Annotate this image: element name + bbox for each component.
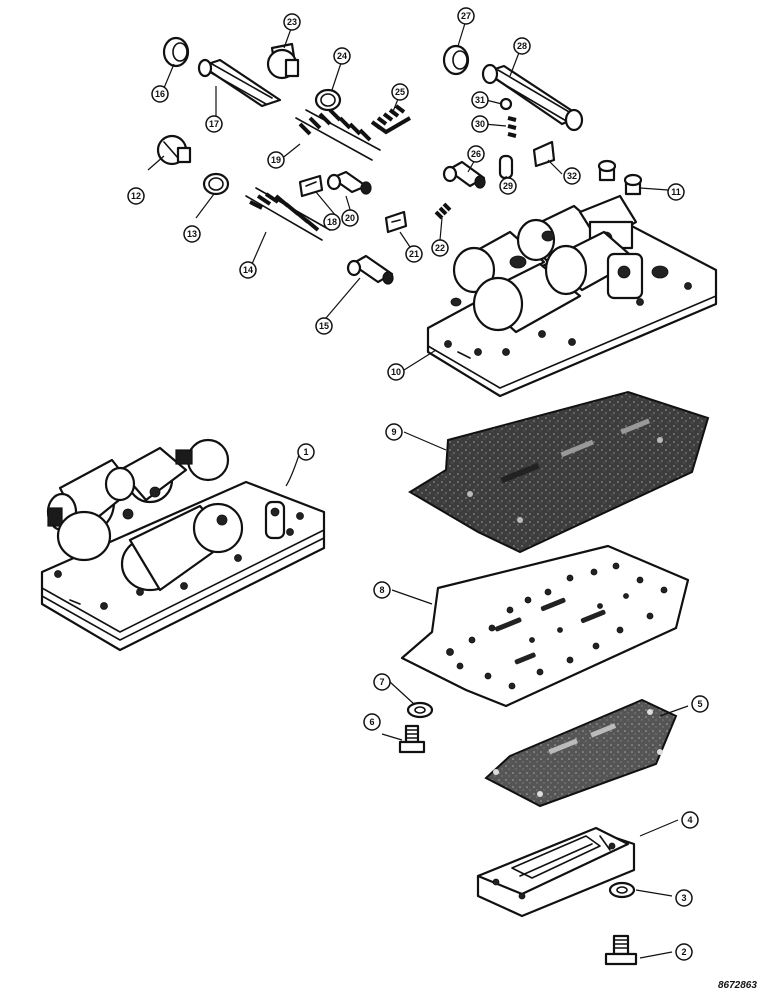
callout-6-label: 6 (369, 717, 374, 727)
callout-9-label: 9 (391, 427, 396, 437)
part-4-cover-plate (476, 826, 636, 918)
callout-28: 28 (513, 37, 531, 55)
callout-9: 9 (385, 423, 403, 441)
callout-15-label: 15 (319, 321, 329, 331)
part-23-plug (266, 42, 300, 80)
callout-31-label: 31 (475, 95, 485, 105)
callout-25: 25 (391, 83, 409, 101)
callout-16-label: 16 (155, 89, 165, 99)
callout-22-label: 22 (435, 243, 445, 253)
part-6-bolt (398, 724, 426, 754)
part-15-plunger (346, 254, 394, 285)
part-5-small-gasket (484, 698, 678, 808)
callout-12: 12 (127, 187, 145, 205)
part-3-washer (608, 881, 636, 899)
callout-17-label: 17 (209, 119, 219, 129)
part-32-clip (532, 140, 556, 168)
callout-8-label: 8 (379, 585, 384, 595)
callout-26: 26 (467, 145, 485, 163)
callout-24-label: 24 (337, 51, 347, 61)
callout-27: 27 (457, 7, 475, 25)
part-28-valve-spool (481, 63, 584, 132)
callout-14: 14 (239, 261, 257, 279)
callout-4-label: 4 (687, 815, 692, 825)
callout-11-label: 11 (671, 187, 681, 197)
callout-27-label: 27 (461, 11, 471, 21)
callout-18: 18 (323, 213, 341, 231)
callout-18-label: 18 (327, 217, 337, 227)
callout-3: 3 (675, 889, 693, 907)
callout-28-label: 28 (517, 41, 527, 51)
callout-23-label: 23 (287, 17, 297, 27)
callout-2: 2 (675, 943, 693, 961)
callout-10-label: 10 (391, 367, 401, 377)
callout-2-label: 2 (681, 947, 686, 957)
callout-12-label: 12 (131, 191, 141, 201)
part-19-spring (295, 108, 381, 161)
callout-19: 19 (267, 151, 285, 169)
drawing-code: 8672863 (718, 980, 757, 991)
callout-32: 32 (563, 167, 581, 185)
callout-5-label: 5 (697, 699, 702, 709)
callout-13: 13 (183, 225, 201, 243)
part-26-plunger (442, 160, 486, 189)
callout-21-label: 21 (409, 249, 419, 259)
part-2-bolt (604, 934, 638, 966)
callout-23: 23 (283, 13, 301, 31)
part-1-valve-body-assembly (40, 438, 326, 652)
part-31-ball (499, 97, 513, 111)
part-8-separator-plate (400, 544, 690, 708)
callout-25-label: 25 (395, 87, 405, 97)
part-9-gasket (408, 390, 710, 554)
callout-1-label: 1 (303, 447, 308, 457)
part-24-washer (314, 88, 342, 112)
callout-1: 1 (297, 443, 315, 461)
callout-7: 7 (373, 673, 391, 691)
callout-29-label: 29 (503, 181, 513, 191)
callout-17: 17 (205, 115, 223, 133)
callout-8: 8 (373, 581, 391, 599)
callout-10: 10 (387, 363, 405, 381)
callout-11: 11 (667, 183, 685, 201)
callout-15: 15 (315, 317, 333, 335)
callout-29: 29 (499, 177, 517, 195)
callout-14-label: 14 (243, 265, 253, 275)
callout-30-label: 30 (475, 119, 485, 129)
part-25-spring (370, 104, 412, 135)
callout-7-label: 7 (379, 677, 384, 687)
part-12-plug (156, 134, 192, 166)
callout-24: 24 (333, 47, 351, 65)
part-13-washer (202, 172, 230, 196)
part-27-seal (442, 44, 470, 76)
part-11-plugs (597, 159, 643, 196)
callout-13-label: 13 (187, 229, 197, 239)
callout-31: 31 (471, 91, 489, 109)
callout-3-label: 3 (681, 893, 686, 903)
callout-6: 6 (363, 713, 381, 731)
part-18-clip (298, 174, 324, 198)
callout-19-label: 19 (271, 155, 281, 165)
part-30-spring (507, 116, 517, 138)
callout-4: 4 (681, 811, 699, 829)
callout-30: 30 (471, 115, 489, 133)
part-7-washer (406, 701, 434, 719)
callout-20: 20 (341, 209, 359, 227)
part-16-seal (162, 36, 190, 68)
part-17-valve-spool (197, 58, 282, 108)
part-14-spring (245, 187, 331, 241)
callout-16: 16 (151, 85, 169, 103)
part-22-spring (434, 202, 452, 220)
part-29-pin (498, 154, 514, 180)
callout-32-label: 32 (567, 171, 577, 181)
callout-22: 22 (431, 239, 449, 257)
part-20-plunger (326, 170, 372, 195)
callout-21: 21 (405, 245, 423, 263)
callout-26-label: 26 (471, 149, 481, 159)
part-10-valve-body (426, 194, 718, 398)
part-21-clip (384, 210, 408, 234)
callout-20-label: 20 (345, 213, 355, 223)
callout-5: 5 (691, 695, 709, 713)
